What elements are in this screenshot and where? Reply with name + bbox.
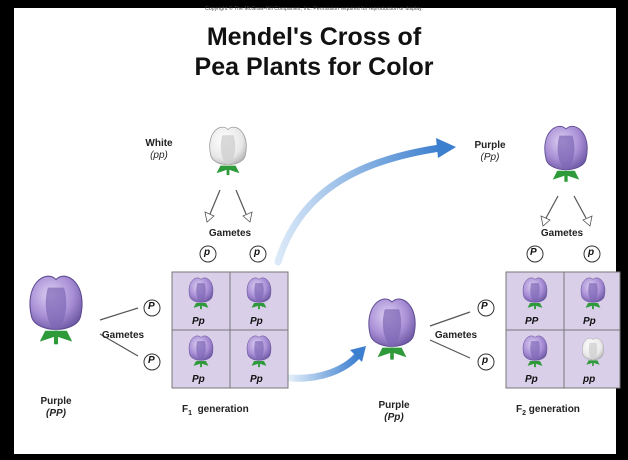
f2-top-gamete-1: P [530, 247, 537, 258]
purple-pp-genotype: (PP) [28, 408, 84, 420]
gamete-arrowhead-f1top-right [583, 216, 592, 226]
white-flower-parent [210, 127, 247, 175]
f2-cell-genotype-3: Pp [525, 374, 538, 385]
gamete-arrow-f1top-right [574, 196, 586, 218]
gamete-arrow-f1top-left [546, 196, 558, 218]
f1-cell-genotype-4: Pp [250, 374, 263, 385]
f2-top-gametes-label: Gametes [530, 228, 594, 240]
purple-flower-f1-top [545, 126, 587, 182]
f1-left-parent-label: Purple (Pp) [366, 400, 422, 424]
arrow-to-f2 [290, 355, 358, 378]
arrow-to-f1-parent-head [436, 138, 456, 158]
gamete-arrow-f1left-lower [430, 340, 470, 358]
purple-pp-label: Purple (PP) [28, 396, 84, 420]
white-parent-label: White (pp) [134, 138, 184, 162]
gamete-arrow-white-left [210, 190, 220, 214]
f2-left-gametes-label: Gametes [430, 330, 482, 342]
f2-cell-genotype-1: PP [525, 316, 538, 327]
f1-top-gamete-1: p [204, 247, 210, 258]
f1-top-parent-name: Purple [462, 140, 518, 152]
gamete-arrow-white-right [236, 190, 246, 214]
gamete-arrowhead-white-right [243, 212, 252, 222]
f2-left-gamete-2: p [482, 355, 488, 366]
white-parent-genotype: (pp) [134, 150, 184, 162]
white-parent-name: White [134, 138, 184, 150]
arrow-to-f1-parent [278, 148, 440, 262]
f1-top-parent-label: Purple (Pp) [462, 140, 518, 164]
f1-caption-rest: generation [198, 404, 249, 415]
gamete-arrow-f1left-upper [430, 312, 470, 326]
f1-top-gametes-label: Gametes [198, 228, 262, 240]
f1-generation-caption: F1 generation [182, 404, 249, 417]
f1-left-gamete-2: P [148, 355, 155, 366]
f1-top-gamete-2: p [254, 247, 260, 258]
f2-caption-sub: 2 [522, 410, 526, 417]
f1-cell-genotype-2: Pp [250, 316, 263, 327]
f1-left-gametes-label: Gametes [98, 330, 148, 342]
f1-top-parent-genotype: (Pp) [462, 152, 518, 164]
purple-flower-f1-left [369, 299, 415, 360]
gamete-arrow-pp-upper [100, 308, 138, 320]
f2-top-gamete-2: p [588, 247, 594, 258]
f2-left-gamete-1: P [481, 301, 488, 312]
gamete-arrowhead-f1top-left [541, 216, 550, 226]
f2-generation-caption: F2 generation [516, 404, 580, 417]
purple-flower-parent-pp [30, 276, 82, 344]
f1-left-parent-genotype: (Pp) [366, 412, 422, 424]
f1-cell-genotype-1: Pp [192, 316, 205, 327]
f1-left-gamete-1: P [148, 301, 155, 312]
f2-cell-genotype-2: Pp [583, 316, 596, 327]
f1-left-parent-name: Purple [366, 400, 422, 412]
f1-cell-genotype-3: Pp [192, 374, 205, 385]
purple-pp-name: Purple [28, 396, 84, 408]
f2-caption-rest: generation [529, 404, 580, 415]
f2-cell-genotype-4: pp [583, 374, 595, 385]
gamete-arrowhead-white-left [205, 212, 214, 222]
f1-caption-sub: 1 [188, 410, 192, 417]
